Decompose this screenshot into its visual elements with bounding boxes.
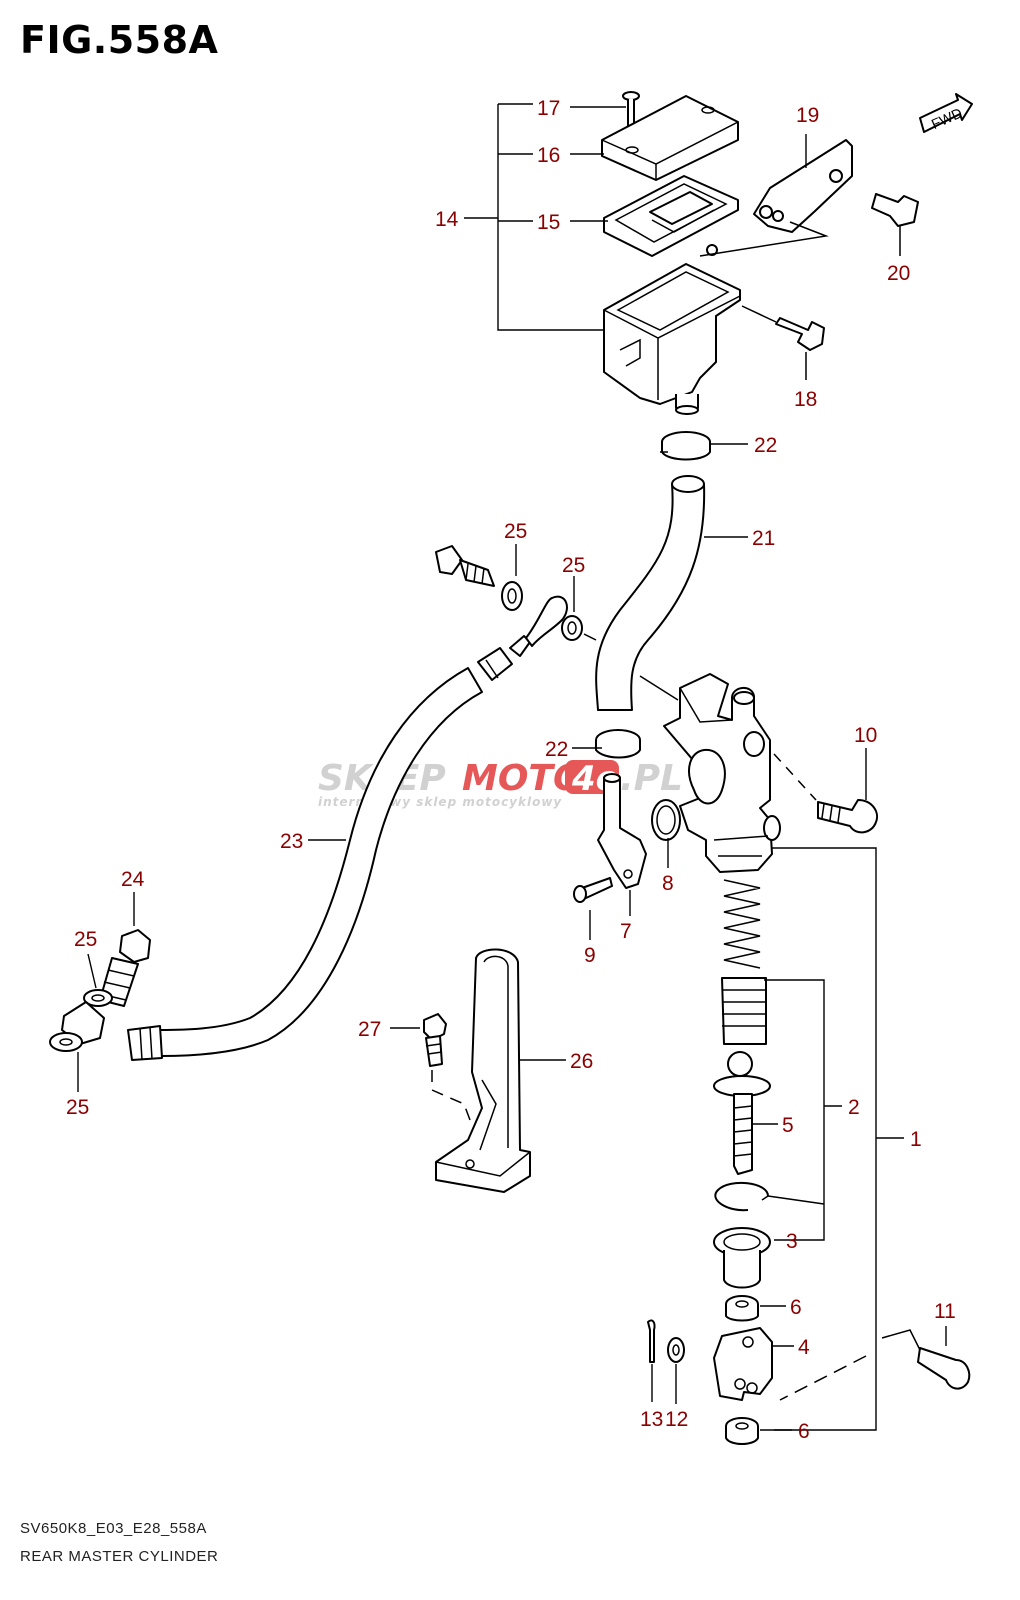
banjo-bolt-part-24 [99, 929, 151, 1007]
bolt-part-10 [773, 753, 878, 834]
master-cylinder-body-part-1 [639, 673, 781, 873]
nut-part-6-upper [725, 1295, 759, 1322]
callout-23: 23 [280, 830, 303, 853]
fwd-label: FWD [929, 105, 965, 133]
callout-25-b: 25 [562, 554, 585, 577]
watermark-tagline: internetowy sklep motocyklowy [318, 795, 562, 809]
callout-7: 7 [620, 920, 632, 943]
callout-13: 13 [640, 1408, 663, 1431]
clamp-part-22-upper [660, 431, 711, 461]
reservoir-diaphragm-part-15 [603, 175, 739, 257]
watermark-right: .PL [620, 758, 683, 799]
callout-5: 5 [782, 1114, 794, 1137]
hose-part-21 [595, 475, 706, 711]
washer-part-25-upper-a [501, 581, 523, 611]
callouts: 17 16 15 14 19 20 18 22 21 25 25 22 10 2… [66, 97, 956, 1443]
reservoir-tank-part-14 [603, 244, 741, 415]
o-ring-part-8 [651, 799, 681, 841]
brake-hose-part-23 [127, 595, 568, 1061]
figure-title: FIG.558A [20, 18, 219, 62]
callout-22-lower: 22 [545, 738, 568, 761]
callout-8: 8 [662, 872, 674, 895]
washer-part-25-lower-a [83, 989, 113, 1007]
callout-26: 26 [570, 1050, 593, 1073]
callout-6-lower: 6 [798, 1420, 810, 1443]
guard-part-26 [435, 948, 531, 1193]
callout-9: 9 [584, 944, 596, 967]
pin-part-11 [779, 1329, 971, 1401]
figure-name: REAR MASTER CYLINDER [20, 1548, 219, 1565]
reservoir-cap-part-16 [601, 95, 739, 181]
bracket-part-19 [699, 139, 853, 257]
spring-part-2 [723, 879, 761, 969]
callout-24: 24 [121, 868, 145, 891]
nut-part-6-lower [725, 1417, 759, 1445]
callout-12: 12 [665, 1408, 688, 1431]
callout-17: 17 [537, 97, 560, 120]
cotter-pin-part-13 [647, 1319, 656, 1363]
callout-25-c: 25 [74, 928, 97, 951]
callout-16: 16 [537, 144, 560, 167]
boot-part-3 [713, 1227, 771, 1289]
piston-part-2 [721, 977, 767, 1045]
reservoir-screw-part-18 [741, 305, 825, 380]
figure-code: SV650K8_E03_E28_558A [20, 1520, 207, 1537]
banjo-bolt-upper [435, 545, 495, 587]
callout-2: 2 [848, 1096, 860, 1119]
callout-18: 18 [794, 388, 817, 411]
bolt-part-20 [871, 193, 919, 256]
circlip-part-2 [714, 1181, 769, 1212]
callout-4: 4 [798, 1336, 810, 1359]
callout-3: 3 [786, 1230, 798, 1253]
bolt-part-27 [423, 1013, 471, 1121]
callout-6-upper: 6 [790, 1296, 802, 1319]
pushrod-part-5 [713, 1051, 771, 1175]
clamp-part-22-lower [595, 729, 641, 759]
callout-14: 14 [435, 208, 459, 231]
washer-part-25-upper-b [561, 615, 597, 641]
washer-part-12 [667, 1337, 685, 1363]
callout-20: 20 [887, 262, 910, 285]
callout-19: 19 [796, 104, 819, 127]
callout-1: 1 [910, 1128, 922, 1151]
washer-part-25-lower-b [49, 1032, 83, 1052]
callout-22-upper: 22 [754, 434, 777, 457]
inlet-fitting-part-7 [597, 773, 647, 889]
callout-27: 27 [358, 1018, 381, 1041]
clevis-part-4 [713, 1327, 773, 1401]
watermark-mid: MOTO [462, 758, 584, 799]
screw-part-9 [573, 877, 613, 903]
callout-21: 21 [752, 527, 775, 550]
leader-lines [77, 103, 947, 1431]
callout-11: 11 [934, 1300, 956, 1323]
callout-15: 15 [537, 211, 560, 234]
callout-10: 10 [854, 724, 877, 747]
callout-25-a: 25 [504, 520, 527, 543]
callout-25-d: 25 [66, 1096, 89, 1119]
fwd-arrow-icon: FWD [919, 93, 973, 133]
